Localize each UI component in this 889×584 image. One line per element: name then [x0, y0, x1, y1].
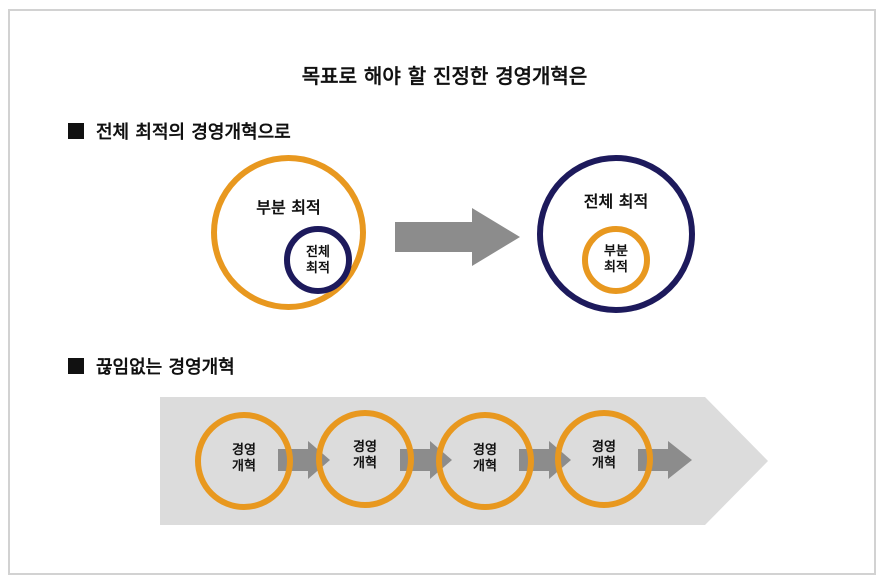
- reform-step-circle-3: [436, 412, 534, 510]
- partial-optimum-outer-label: 부분 최적: [256, 198, 321, 217]
- whole-optimum-inner-circle: [284, 226, 352, 294]
- section-2-heading: 끊임없는 경영개혁: [68, 353, 235, 379]
- whole-optimum-inner-label: 전체 최적: [306, 245, 330, 277]
- partial-optimum-inner-circle: [582, 226, 650, 294]
- whole-optimum-outer-circle: [537, 155, 695, 313]
- section-2-heading-text: 끊임없는 경영개혁: [96, 357, 235, 378]
- reform-step-circle-1: [195, 412, 293, 510]
- reform-step-label-3: 경영 개혁: [473, 443, 497, 475]
- square-bullet-icon: [68, 123, 84, 139]
- section-1-heading-text: 전체 최적의 경영개혁으로: [96, 122, 291, 143]
- reform-step-label-4: 경영 개혁: [592, 440, 616, 472]
- partial-optimum-outer-circle: [211, 155, 366, 310]
- transition-arrow-shape: [395, 208, 520, 266]
- whole-optimum-outer-label: 전체 최적: [583, 192, 649, 211]
- reform-step-label-2: 경영 개혁: [353, 440, 377, 472]
- reform-step-label-1: 경영 개혁: [232, 443, 256, 475]
- diagram-title: 목표로 해야 할 진정한 경영개혁은: [301, 64, 588, 88]
- square-bullet-icon: [68, 358, 84, 374]
- reform-step-circle-4: [555, 410, 653, 508]
- section-1-heading: 전체 최적의 경영개혁으로: [68, 118, 291, 144]
- partial-optimum-inner-label: 부분 최적: [604, 244, 628, 276]
- reform-step-circle-2: [316, 410, 414, 508]
